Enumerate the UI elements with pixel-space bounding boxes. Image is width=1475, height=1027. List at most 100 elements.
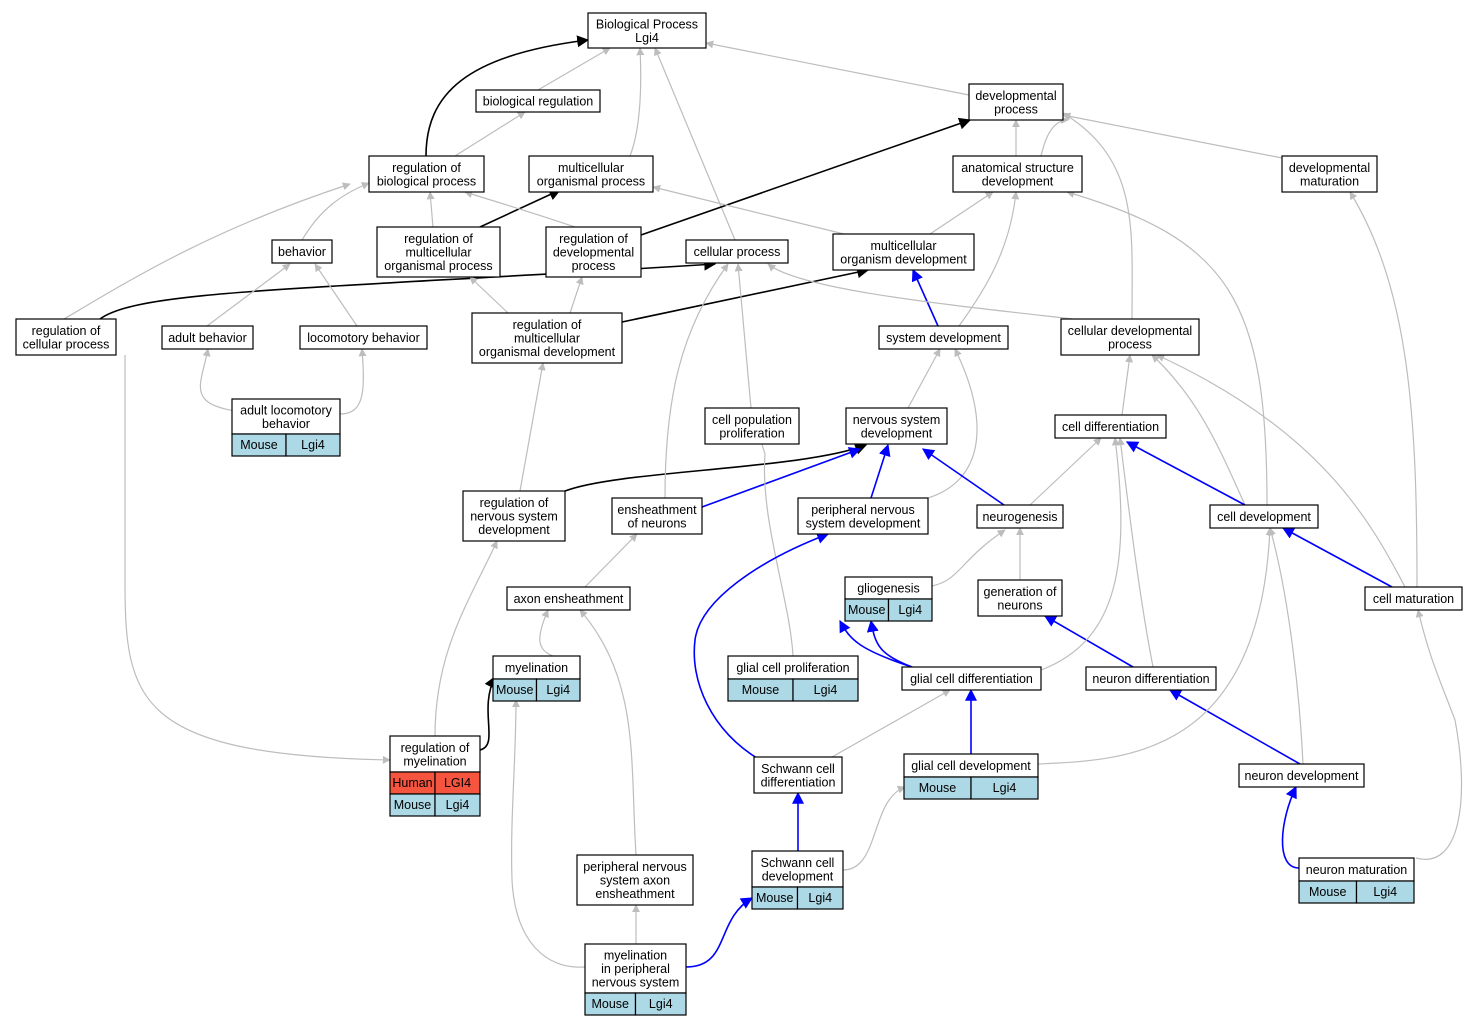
part-of-edge <box>839 619 913 668</box>
is-a-edge <box>629 47 645 157</box>
go-term-glialdiff[interactable]: glial cell differentiation <box>901 666 1042 691</box>
part-of-edge <box>693 532 830 761</box>
term-box <box>15 318 117 356</box>
term-box <box>506 586 631 611</box>
is-a-edge <box>734 263 752 409</box>
go-term-behavior[interactable]: behavior <box>271 239 333 264</box>
is-a-edge <box>63 182 351 320</box>
term-box <box>977 579 1063 617</box>
term-box <box>587 12 707 49</box>
go-term-locobeh[interactable]: locomotory behavior <box>299 325 428 350</box>
term-label: cell population <box>712 413 792 427</box>
is-a-edge <box>464 190 576 228</box>
regulates-edge <box>564 443 868 492</box>
go-term-neurdev[interactable]: neuron development <box>1238 763 1365 788</box>
term-label: neuron differentiation <box>1092 672 1209 686</box>
is-a-edge <box>1349 191 1418 588</box>
species-label: Mouse <box>496 683 534 697</box>
term-label: ensheathment <box>595 887 675 901</box>
term-label: process <box>994 102 1038 116</box>
term-label: myelination <box>505 661 568 675</box>
term-label: multicellular <box>558 161 624 175</box>
gene-label: LGI4 <box>444 776 471 790</box>
go-term-neurdiff[interactable]: neuron differentiation <box>1085 666 1217 691</box>
term-label: Schwann cell <box>761 856 835 870</box>
gene-label: Lgi4 <box>546 683 570 697</box>
part-of-edge <box>1043 615 1134 668</box>
go-term-sysdev[interactable]: system development <box>878 325 1009 350</box>
part-of-edge <box>1168 689 1301 765</box>
term-box <box>832 233 975 271</box>
is-a-edge <box>454 111 526 157</box>
part-of-edge <box>922 448 1005 506</box>
is-a-edge <box>1040 437 1122 671</box>
term-label: Biological Process <box>596 17 698 31</box>
gene-cell <box>887 598 933 622</box>
term-box <box>545 226 642 278</box>
gene-cell <box>434 793 481 817</box>
go-term-bioreg[interactable]: biological regulation <box>475 89 601 113</box>
go-term-neurogen[interactable]: neurogenesis <box>976 504 1064 529</box>
term-label: cell maturation <box>1373 592 1454 606</box>
go-term-celldev[interactable]: cell development <box>1209 504 1319 529</box>
is-a-edge <box>1062 112 1133 320</box>
go-term-cellproc[interactable]: cellular process <box>685 239 789 264</box>
term-label: system axon <box>600 874 670 888</box>
is-a-edge <box>705 40 970 96</box>
is-a-edge <box>654 47 736 241</box>
term-box <box>753 756 843 794</box>
species-label: Mouse <box>919 781 957 795</box>
term-label: process <box>572 259 616 273</box>
go-term-axonens[interactable]: axon ensheathment <box>506 586 631 611</box>
term-label: developmental <box>553 246 634 260</box>
is-a-edge <box>519 362 546 492</box>
term-label: regulation of <box>480 496 549 510</box>
go-term-celldiff[interactable]: cell differentiation <box>1054 414 1167 439</box>
term-label: cell differentiation <box>1062 420 1159 434</box>
term-label: in peripheral <box>601 962 670 976</box>
part-of-edge <box>1125 441 1246 506</box>
go-term-adultbeh[interactable]: adult behavior <box>161 325 254 350</box>
is-a-edge <box>579 609 637 856</box>
is-a-edge <box>927 348 978 499</box>
term-box <box>611 497 703 535</box>
term-box <box>475 89 601 113</box>
part-of-edge <box>866 619 913 668</box>
term-label: differentiation <box>761 775 836 789</box>
term-label: glial cell development <box>911 759 1031 773</box>
term-box <box>878 325 1009 350</box>
term-box <box>685 239 789 264</box>
term-label: neurons <box>997 598 1042 612</box>
go-term-cellmat[interactable]: cell maturation <box>1364 586 1463 611</box>
is-a-edge <box>206 263 291 327</box>
